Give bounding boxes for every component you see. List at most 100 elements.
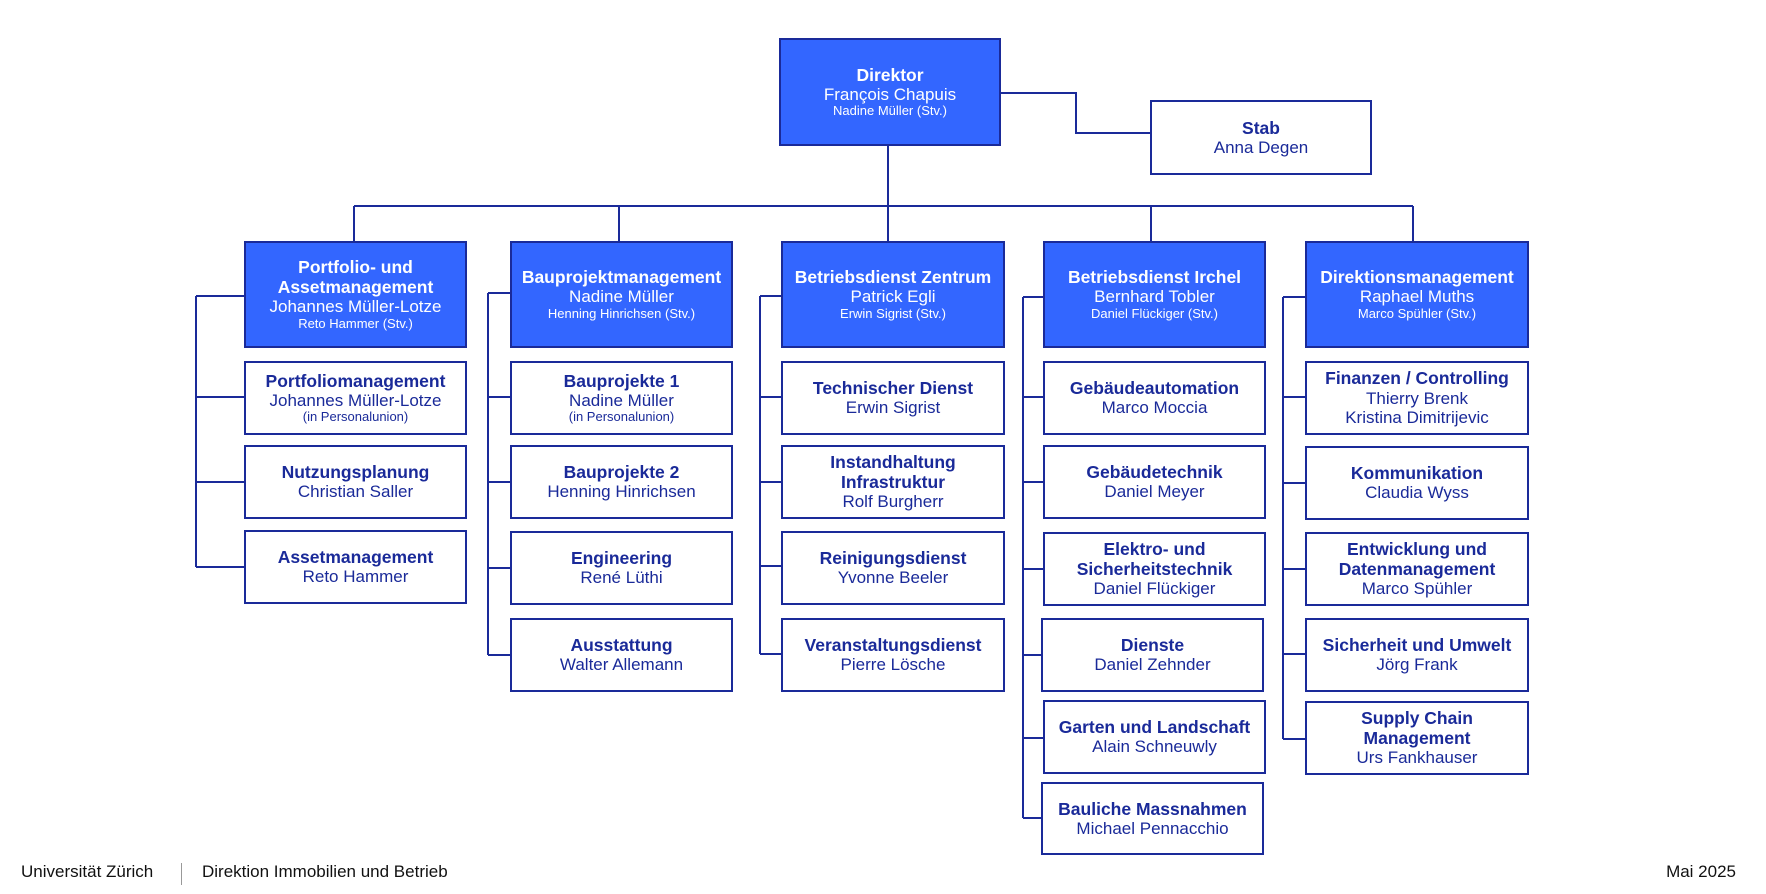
unit-name: Michael Pennacchio bbox=[1076, 818, 1229, 838]
unit-title: Garten und Landschaft bbox=[1058, 717, 1251, 738]
unit-box: Sicherheit und Umwelt Jörg Frank bbox=[1305, 618, 1529, 692]
unit-name: Claudia Wyss bbox=[1365, 483, 1469, 503]
unit-name: Erwin Sigrist bbox=[845, 398, 941, 418]
unit-box: Portfoliomanagement Johannes Müller-Lotz… bbox=[244, 361, 467, 435]
division-title: Bauprojektmanagement bbox=[521, 267, 722, 288]
unit-box: Bauliche Massnahmen Michael Pennacchio bbox=[1041, 782, 1264, 855]
unit-title: Portfoliomanagement bbox=[265, 370, 446, 391]
division-head-name: Raphael Muths bbox=[1359, 287, 1475, 307]
unit-name: Reto Hammer bbox=[302, 567, 409, 587]
unit-title: Supply Chain Management bbox=[1361, 708, 1473, 749]
unit-title: Gebäudetechnik bbox=[1086, 462, 1223, 483]
unit-name: Urs Fankhauser bbox=[1356, 748, 1478, 768]
unit-name: Christian Saller bbox=[297, 482, 414, 502]
division-box-portfolio: Portfolio- und Assetmanagement Johannes … bbox=[244, 241, 467, 348]
division-deputy: Daniel Flückiger (Stv.) bbox=[1091, 305, 1218, 321]
unit-box: Gebäudetechnik Daniel Meyer bbox=[1043, 445, 1266, 519]
footer-date: Mai 2025 bbox=[1666, 862, 1736, 881]
unit-name: Marco Moccia bbox=[1101, 398, 1208, 418]
unit-box: Entwicklung und Datenmanagement Marco Sp… bbox=[1305, 532, 1529, 606]
unit-title: Elektro- und Sicherheitstechnik bbox=[1076, 539, 1233, 580]
unit-box: Technischer Dienst Erwin Sigrist bbox=[781, 361, 1005, 435]
unit-title: Entwicklung und Datenmanagement bbox=[1338, 539, 1496, 580]
unit-name: Alain Schneuwly bbox=[1092, 737, 1217, 757]
unit-box: Assetmanagement Reto Hammer bbox=[244, 530, 467, 604]
unit-note: (in Personalunion) bbox=[302, 409, 409, 425]
unit-title: Gebäudeautomation bbox=[1069, 378, 1240, 399]
division-head-name: Bernhard Tobler bbox=[1094, 287, 1215, 307]
footer-university: Universität Zürich bbox=[21, 862, 154, 881]
unit-box: Garten und Landschaft Alain Schneuwly bbox=[1043, 700, 1266, 774]
unit-box: Kommunikation Claudia Wyss bbox=[1305, 446, 1529, 520]
division-box-irchel: Betriebsdienst Irchel Bernhard Tobler Da… bbox=[1043, 241, 1266, 348]
unit-title: Finanzen / Controlling bbox=[1325, 368, 1509, 389]
division-box-bauprojekt: Bauprojektmanagement Nadine Müller Henni… bbox=[510, 241, 733, 348]
unit-name: Pierre Lösche bbox=[840, 655, 946, 675]
unit-title: Veranstaltungsdienst bbox=[804, 635, 982, 656]
division-head-name: Patrick Egli bbox=[850, 287, 936, 307]
unit-box: Dienste Daniel Zehnder bbox=[1041, 618, 1264, 692]
unit-box: Finanzen / Controlling Thierry Brenk Kri… bbox=[1305, 361, 1529, 435]
unit-name-secondary: Kristina Dimitrijevic bbox=[1345, 408, 1489, 428]
unit-title: Kommunikation bbox=[1350, 463, 1484, 484]
unit-title: Bauprojekte 2 bbox=[563, 462, 680, 483]
unit-title: Reinigungsdienst bbox=[819, 548, 967, 569]
division-head-name: Nadine Müller bbox=[569, 287, 674, 307]
stab-title: Stab bbox=[1242, 117, 1280, 138]
unit-title: Bauliche Massnahmen bbox=[1058, 798, 1247, 819]
division-title: Betriebsdienst Irchel bbox=[1067, 267, 1242, 288]
unit-title: Instandhaltung Infrastruktur bbox=[830, 452, 956, 493]
unit-name: Marco Spühler bbox=[1361, 579, 1473, 599]
division-box-zentrum: Betriebsdienst Zentrum Patrick Egli Erwi… bbox=[781, 241, 1005, 348]
unit-title: Assetmanagement bbox=[277, 547, 434, 568]
unit-name: Henning Hinrichsen bbox=[547, 482, 696, 502]
division-title: Betriebsdienst Zentrum bbox=[794, 267, 992, 288]
footer-divider bbox=[181, 863, 182, 885]
unit-name: Rolf Burgherr bbox=[842, 492, 944, 512]
unit-title: Sicherheit und Umwelt bbox=[1322, 635, 1512, 656]
unit-box: Bauprojekte 2 Henning Hinrichsen bbox=[510, 445, 733, 519]
unit-title: Engineering bbox=[570, 548, 673, 569]
unit-title: Ausstattung bbox=[570, 635, 673, 656]
unit-name: Nadine Müller bbox=[569, 390, 674, 410]
unit-name: René Lüthi bbox=[580, 568, 663, 588]
division-deputy: Reto Hammer (Stv.) bbox=[298, 315, 413, 331]
unit-note: (in Personalunion) bbox=[568, 409, 675, 425]
unit-title: Bauprojekte 1 bbox=[563, 370, 680, 391]
stab-name: Anna Degen bbox=[1213, 137, 1309, 157]
division-deputy: Erwin Sigrist (Stv.) bbox=[840, 305, 946, 321]
director-title: Direktor bbox=[856, 64, 924, 85]
unit-box: Elektro- und Sicherheitstechnik Daniel F… bbox=[1043, 532, 1266, 606]
connector-director-stab bbox=[1000, 92, 1150, 134]
unit-name: Jörg Frank bbox=[1376, 655, 1458, 675]
division-head-name: Johannes Müller-Lotze bbox=[269, 297, 442, 317]
unit-box: Supply Chain Management Urs Fankhauser bbox=[1305, 701, 1529, 775]
stab-box: Stab Anna Degen bbox=[1150, 100, 1372, 175]
unit-name: Daniel Meyer bbox=[1104, 482, 1205, 502]
unit-name: Johannes Müller-Lotze bbox=[269, 390, 442, 410]
unit-name: Daniel Flückiger bbox=[1093, 579, 1216, 599]
division-box-direktionsmanagement: Direktionsmanagement Raphael Muths Marco… bbox=[1305, 241, 1529, 348]
division-title: Portfolio- und Assetmanagement bbox=[277, 257, 434, 298]
unit-box: Nutzungsplanung Christian Saller bbox=[244, 445, 467, 519]
unit-box: Gebäudeautomation Marco Moccia bbox=[1043, 361, 1266, 435]
unit-title: Technischer Dienst bbox=[812, 378, 974, 399]
footer-department: Direktion Immobilien und Betrieb bbox=[202, 862, 448, 881]
unit-name: Walter Allemann bbox=[559, 655, 684, 675]
unit-name: Daniel Zehnder bbox=[1094, 655, 1211, 675]
division-deputy: Marco Spühler (Stv.) bbox=[1357, 305, 1477, 321]
unit-box: Engineering René Lüthi bbox=[510, 531, 733, 605]
unit-box: Reinigungsdienst Yvonne Beeler bbox=[781, 531, 1005, 605]
unit-box: Ausstattung Walter Allemann bbox=[510, 618, 733, 692]
director-deputy: Nadine Müller (Stv.) bbox=[833, 103, 947, 119]
unit-title: Nutzungsplanung bbox=[281, 462, 430, 483]
unit-name: Yvonne Beeler bbox=[837, 568, 949, 588]
unit-name: Thierry Brenk bbox=[1365, 388, 1469, 408]
unit-box: Bauprojekte 1 Nadine Müller (in Personal… bbox=[510, 361, 733, 435]
director-name: François Chapuis bbox=[823, 84, 957, 104]
division-deputy: Henning Hinrichsen (Stv.) bbox=[547, 305, 696, 321]
unit-title: Dienste bbox=[1120, 635, 1185, 656]
unit-box: Instandhaltung Infrastruktur Rolf Burghe… bbox=[781, 445, 1005, 519]
division-title: Direktionsmanagement bbox=[1320, 267, 1514, 288]
